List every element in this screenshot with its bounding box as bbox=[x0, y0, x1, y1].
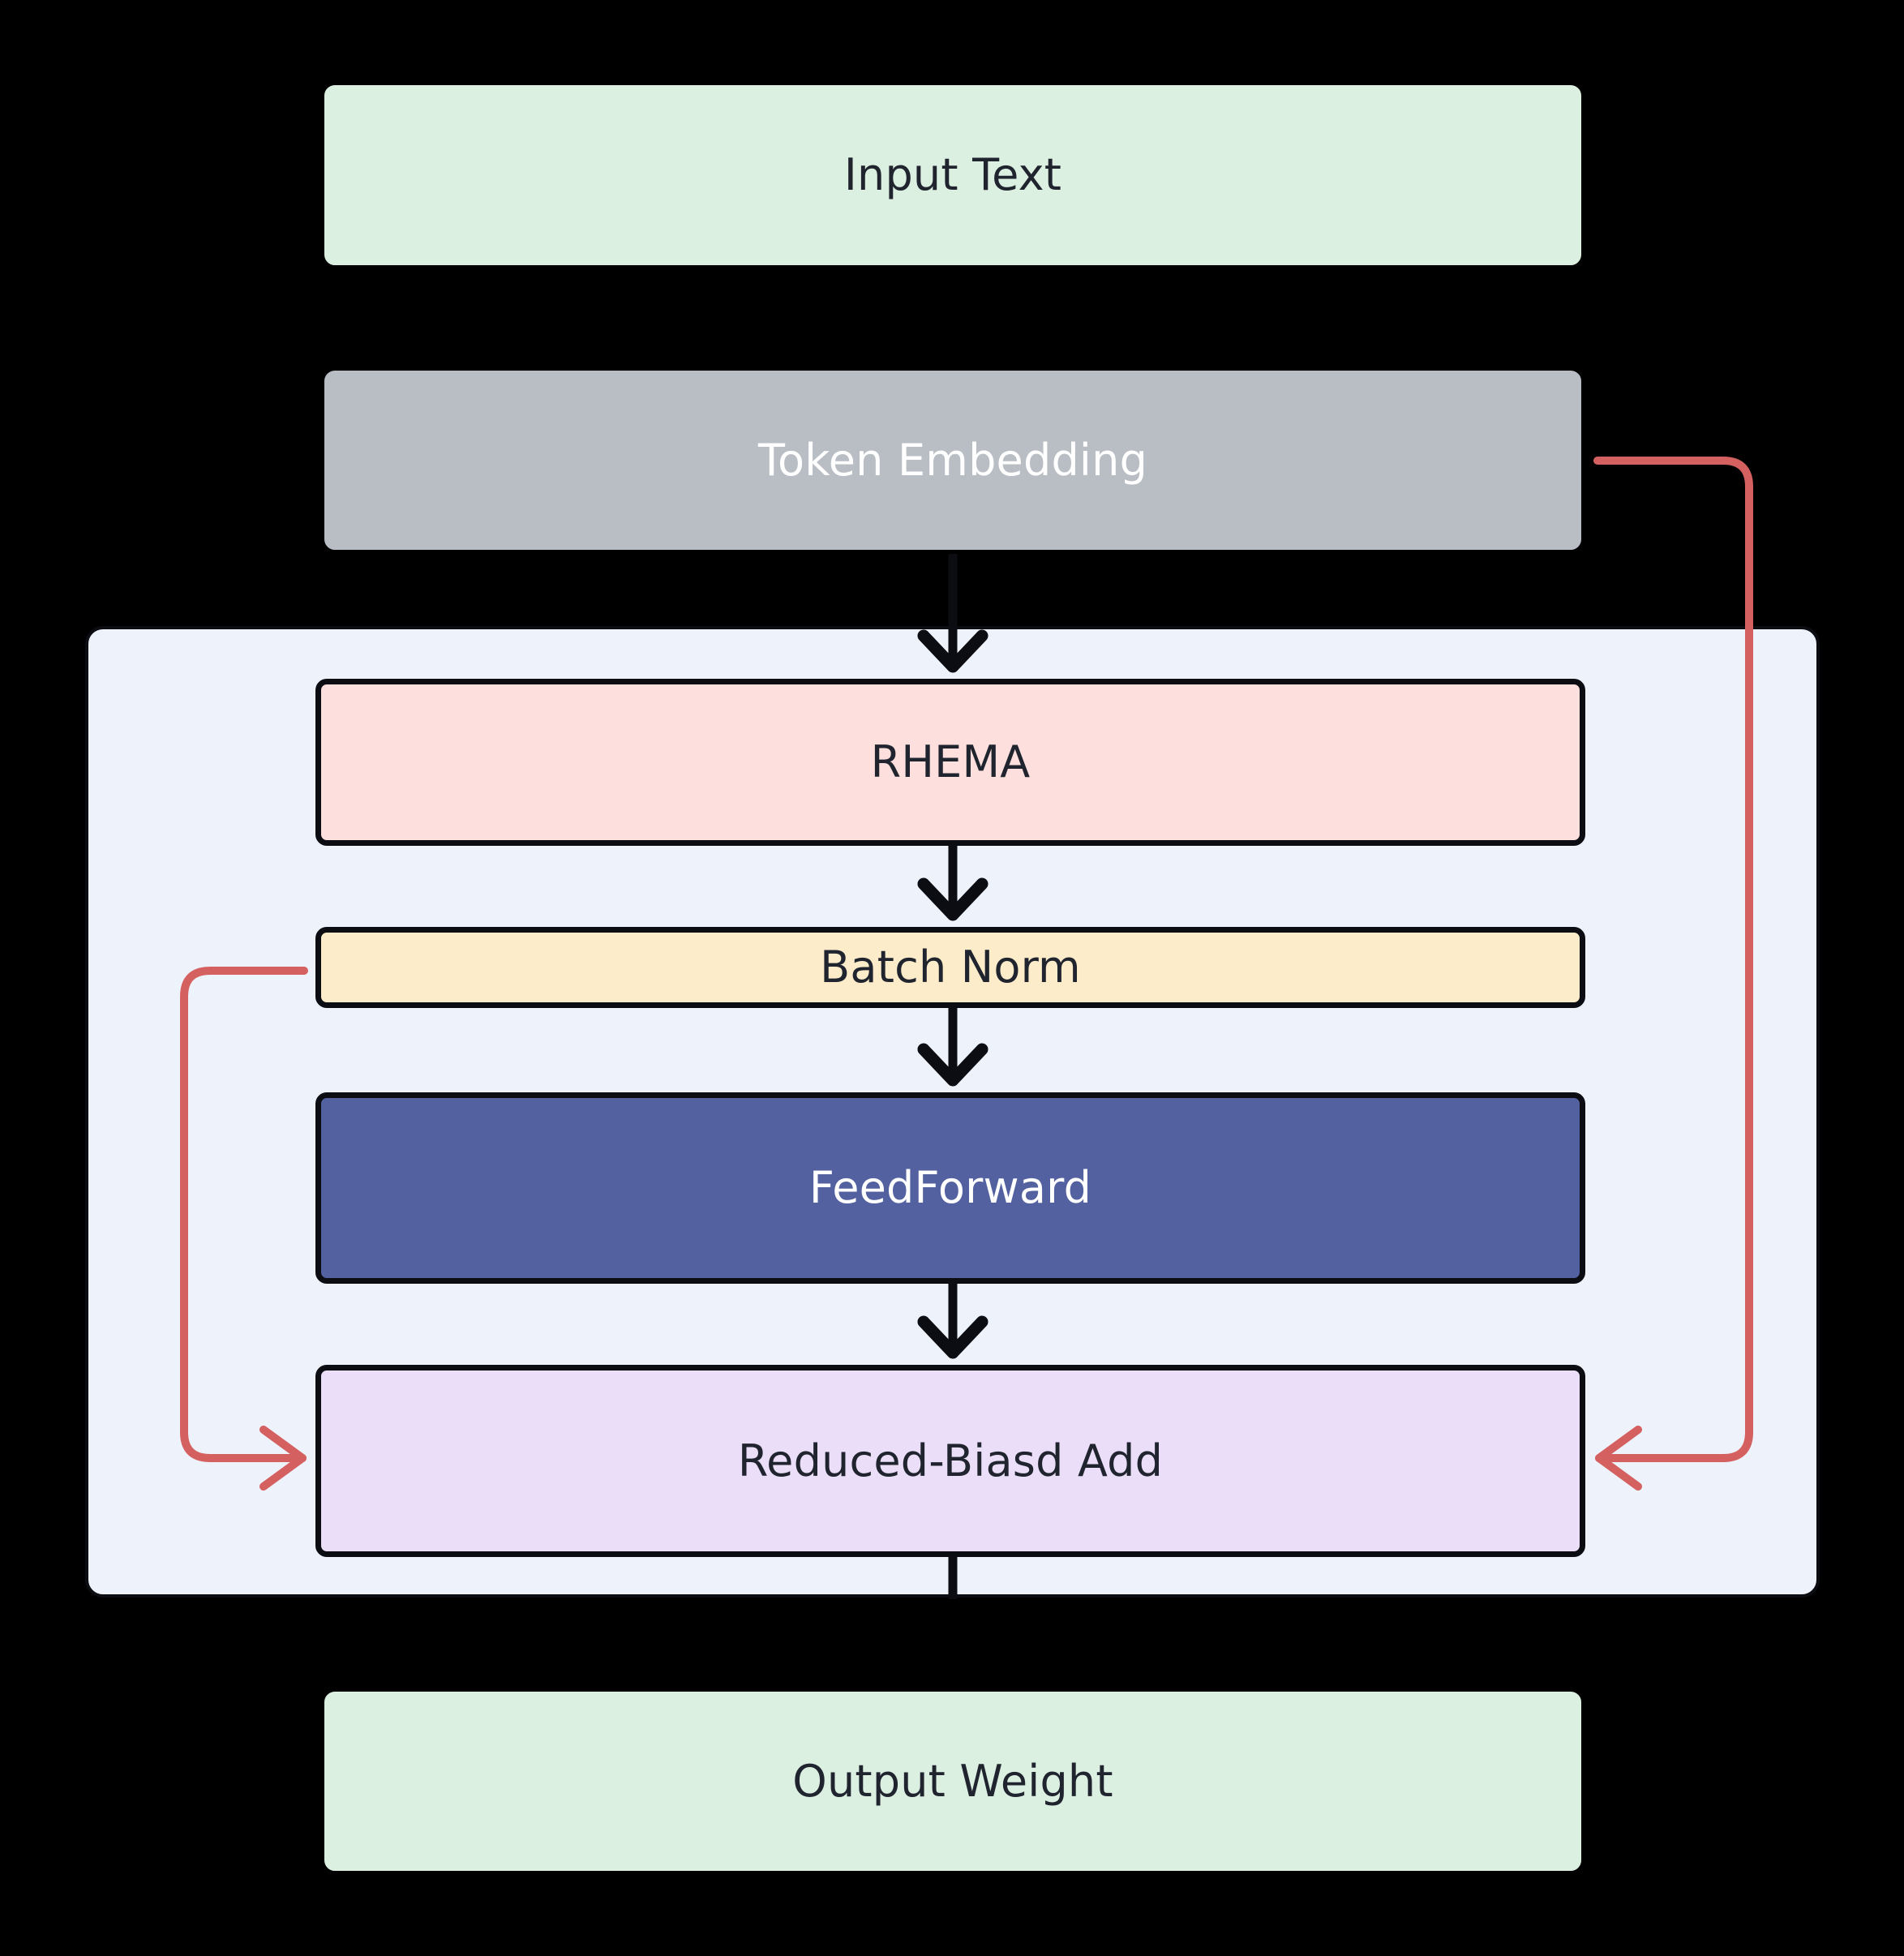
node-label-batch-norm: Batch Norm bbox=[820, 942, 1081, 993]
node-label-feedforward: FeedForward bbox=[808, 1162, 1092, 1214]
node-label-input-text: Input Text bbox=[843, 149, 1062, 201]
node-rhema[interactable]: RHEMA bbox=[315, 679, 1585, 846]
node-reduced-bias-add[interactable]: Reduced-Biasd Add bbox=[315, 1365, 1585, 1557]
node-label-rhema: RHEMA bbox=[870, 736, 1031, 788]
node-output-weight[interactable]: Output Weight bbox=[320, 1688, 1585, 1875]
node-token-embedding[interactable]: Token Embedding bbox=[320, 367, 1585, 554]
node-label-token-embedding: Token Embedding bbox=[757, 434, 1148, 486]
node-input-text[interactable]: Input Text bbox=[320, 81, 1585, 269]
node-batch-norm[interactable]: Batch Norm bbox=[315, 927, 1585, 1008]
node-feedforward[interactable]: FeedForward bbox=[315, 1092, 1585, 1284]
node-label-output-weight: Output Weight bbox=[792, 1755, 1113, 1807]
node-label-reduced-bias-add: Reduced-Biasd Add bbox=[737, 1435, 1164, 1486]
